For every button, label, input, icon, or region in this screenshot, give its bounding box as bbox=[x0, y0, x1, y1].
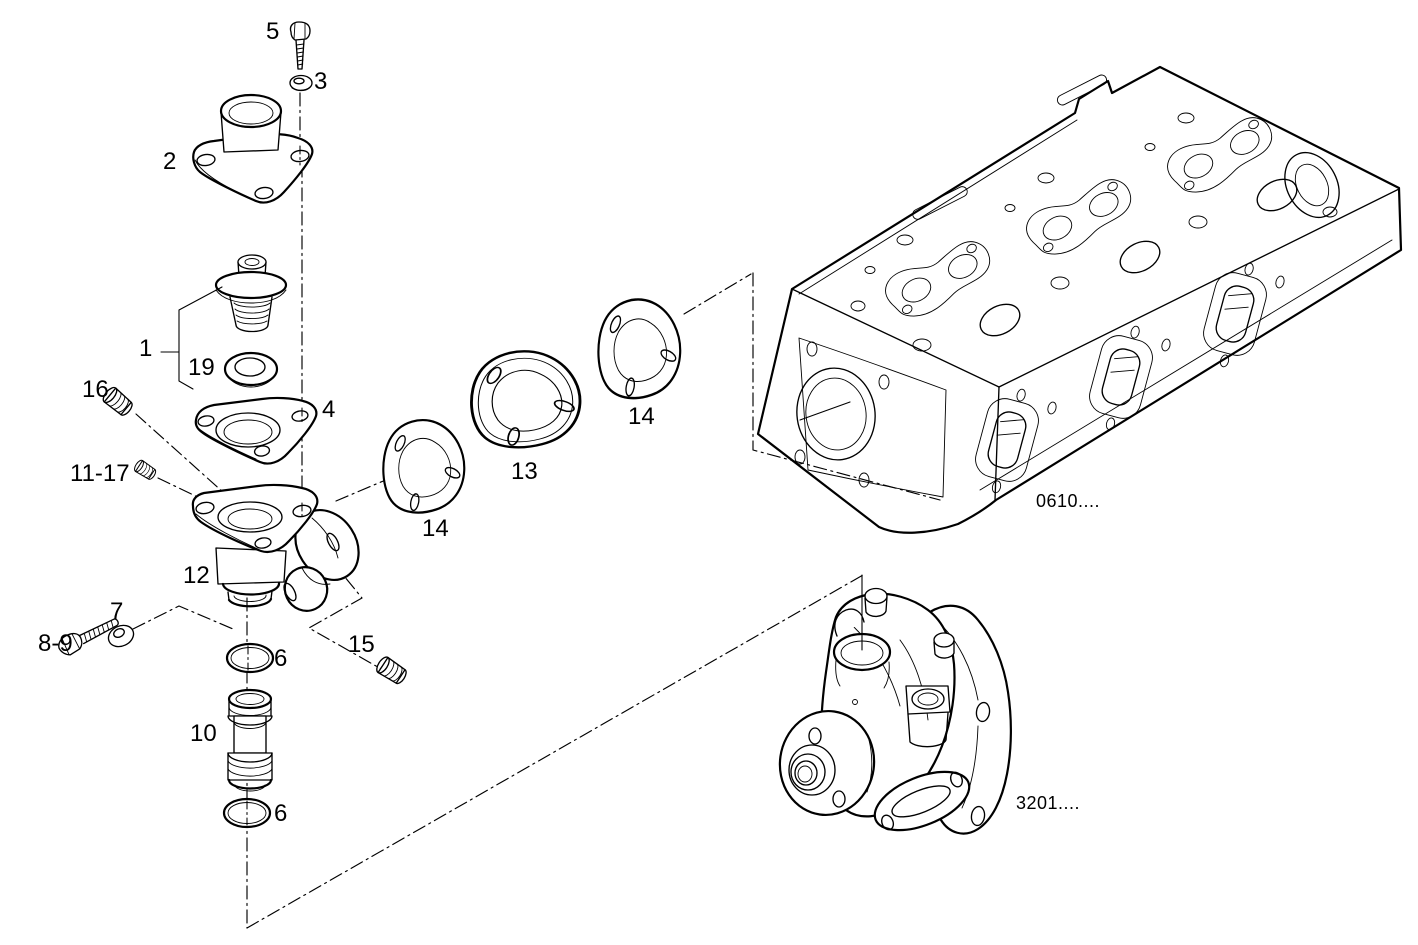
callout-10: 10 bbox=[190, 720, 217, 747]
callout-5: 5 bbox=[266, 18, 280, 45]
callout-4: 4 bbox=[322, 396, 336, 423]
callout-13: 13 bbox=[511, 458, 538, 485]
thermostat-housing-12-drawing bbox=[191, 483, 360, 612]
thermostat-cover-2-drawing bbox=[192, 93, 314, 204]
bolt-8-9-drawing bbox=[58, 618, 119, 656]
callout-8-9: 8-9 bbox=[38, 630, 73, 657]
callout-1-bracket bbox=[160, 286, 223, 390]
plug-16-drawing bbox=[102, 386, 133, 416]
callout-11-17: 11-17 bbox=[70, 460, 130, 487]
centerlines-over bbox=[160, 145, 941, 929]
callout-3: 3 bbox=[314, 68, 328, 95]
water-pump-drawing bbox=[778, 587, 1012, 835]
ref-water-pump: 3201.... bbox=[1016, 793, 1081, 813]
washer-7-drawing bbox=[107, 624, 135, 648]
plug-11-17-drawing bbox=[134, 459, 157, 480]
gasket-4-drawing bbox=[194, 396, 318, 465]
washer-3-drawing bbox=[289, 74, 313, 92]
callout-6-lower: 6 bbox=[274, 800, 288, 827]
cylinder-head-drawing bbox=[756, 65, 1403, 534]
connector-tube-10-drawing bbox=[227, 688, 273, 792]
callout-12: 12 bbox=[183, 562, 210, 589]
callout-2: 2 bbox=[163, 148, 177, 175]
bolt-5-drawing bbox=[289, 21, 311, 70]
callout-16: 16 bbox=[82, 376, 109, 403]
callout-15: 15 bbox=[348, 631, 375, 658]
callout-14-left: 14 bbox=[422, 515, 449, 542]
thermostat-1-drawing bbox=[214, 254, 288, 333]
seal-ring-19-drawing bbox=[223, 351, 279, 388]
gasket-14-left-drawing bbox=[382, 418, 466, 514]
callout-6-upper: 6 bbox=[274, 645, 288, 672]
gasket-14-right-drawing bbox=[597, 298, 682, 400]
callout-14-right: 14 bbox=[628, 403, 655, 430]
callout-19: 19 bbox=[188, 354, 215, 381]
gasket-13-drawing bbox=[470, 350, 582, 449]
callout-7: 7 bbox=[110, 598, 124, 625]
ref-cylinder-head: 0610.... bbox=[1036, 491, 1101, 511]
callout-1: 1 bbox=[139, 335, 153, 362]
o-ring-6-upper-drawing bbox=[225, 642, 275, 674]
plug-15-drawing bbox=[376, 656, 407, 685]
